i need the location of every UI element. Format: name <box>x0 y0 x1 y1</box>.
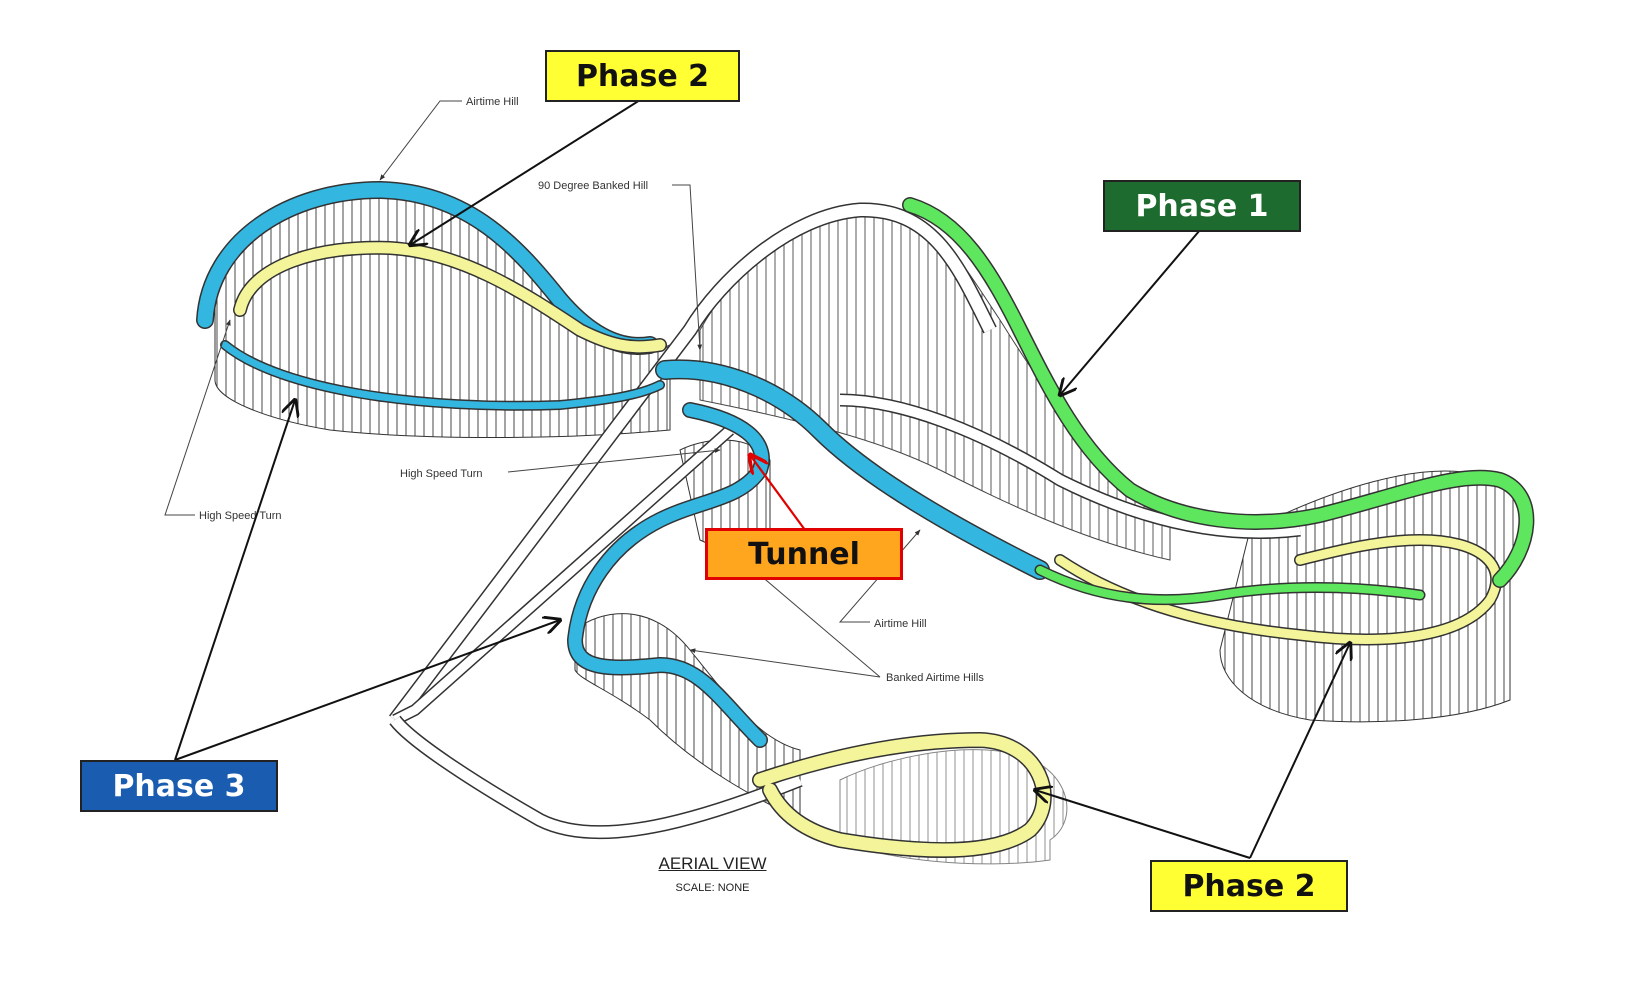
phase3-callout: Phase 3 <box>80 760 278 812</box>
label-airtime-hill-top: Airtime Hill <box>466 96 519 108</box>
drawing-title: AERIAL VIEW <box>658 854 767 873</box>
tunnel-callout: Tunnel <box>705 528 903 580</box>
phase1-track <box>902 197 1535 606</box>
label-leaders <box>164 100 921 678</box>
label-airtime-hill-mid: Airtime Hill <box>874 618 927 630</box>
label-high-speed-turn-mid: High Speed Turn <box>400 468 483 480</box>
callout-arrows <box>174 99 1350 859</box>
phase2-track <box>233 240 1502 858</box>
phase2-callout-bottom: Phase 2 <box>1150 860 1348 912</box>
label-90-degree-banked-hill: 90 Degree Banked Hill <box>538 180 648 192</box>
unpainted-track <box>389 202 1301 840</box>
label-banked-airtime-hills: Banked Airtime Hills <box>886 672 984 684</box>
support-structure <box>214 189 1528 865</box>
label-high-speed-turn-left: High Speed Turn <box>199 510 282 522</box>
phase1-callout: Phase 1 <box>1103 180 1301 232</box>
drawing-scale: SCALE: NONE <box>675 882 750 894</box>
drawing-labels: Airtime Hill 90 Degree Banked Hill High … <box>199 96 984 684</box>
phase2-callout-top: Phase 2 <box>545 50 740 102</box>
